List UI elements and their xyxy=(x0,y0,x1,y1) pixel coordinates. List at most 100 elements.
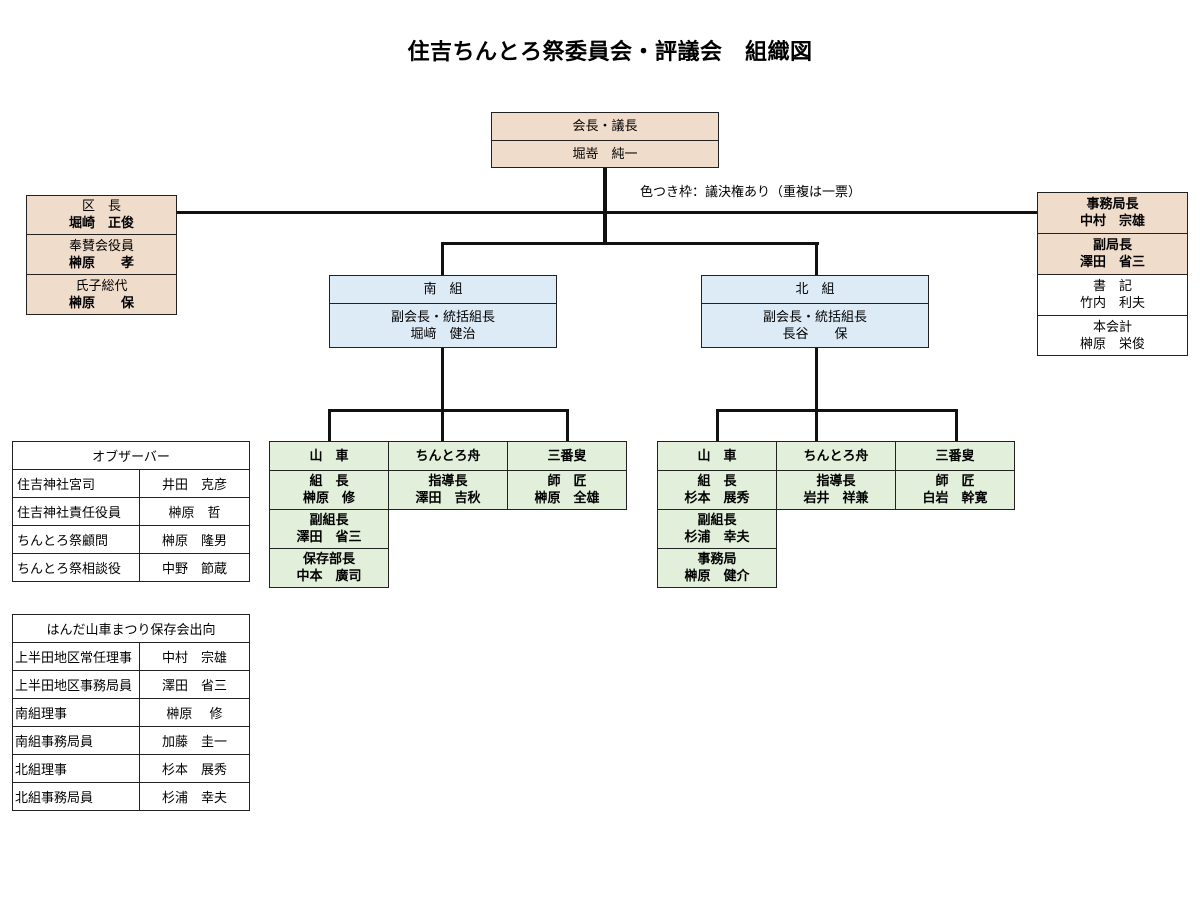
row-name: 井田 克彦 xyxy=(139,469,250,498)
member-role: 師 匠 xyxy=(935,474,975,489)
connector-south-down xyxy=(441,242,444,276)
legend-note: 色つき枠：議決権あり（重複は一票） xyxy=(640,185,862,200)
connector-south-units-vertical xyxy=(441,347,444,442)
chart-title: 住吉ちんとろ祭委員会・評議会 組織図 xyxy=(407,40,813,65)
member-name: 澤田 省三 xyxy=(1079,255,1145,270)
south-unit-dashi: 山 車 組 長 榊原 修 副組長 澤田 省三 保存部長 中本 廣司 xyxy=(269,441,389,588)
table-row: ちんとろ祭顧問 榊原 隆男 xyxy=(12,525,250,554)
leader-name: 長谷 保 xyxy=(782,326,848,342)
right-member-voting: 副局長 澤田 省三 xyxy=(1038,233,1187,274)
row-title: 上半田地区事務局員 xyxy=(12,670,140,699)
north-group-box: 北 組 副会長・統括組長 長谷 保 xyxy=(701,275,929,348)
member-role: 本会計 xyxy=(1092,319,1132,335)
member-role: 師 匠 xyxy=(547,474,587,489)
row-title: 住吉神社責任役員 xyxy=(12,497,140,526)
leader-name: 堀﨑 健治 xyxy=(410,326,476,342)
right-member: 書 記 竹内 利夫 xyxy=(1038,274,1187,315)
left-group-box: 区 長 堀崎 正俊 奉賛会役員 榊原 孝 氏子総代 榊原 保 xyxy=(26,195,177,315)
member-name: 榊原 孝 xyxy=(68,255,134,271)
member-role: 事務局 xyxy=(697,552,737,567)
observers-header: オブザーバー xyxy=(12,441,250,470)
connector-south-unit3 xyxy=(566,409,569,442)
handa-table: はんだ山車まつり保存会出向 上半田地区常任理事 中村 宗雄 上半田地区事務局員 … xyxy=(12,614,250,811)
row-title: ちんとろ祭顧問 xyxy=(12,525,140,554)
north-unit-chintorobune: ちんとろ舟 指導長 岩井 祥兼 xyxy=(776,441,896,510)
connector-north-down xyxy=(815,242,818,276)
member-role: 奉賛会役員 xyxy=(68,238,134,254)
unit-member: 師 匠 榊原 全雄 xyxy=(508,470,626,509)
unit-header: 山 車 xyxy=(697,448,737,464)
row-title: 住吉神社宮司 xyxy=(12,469,140,498)
member-name: 杉本 展秀 xyxy=(684,491,750,506)
row-title: 上半田地区常任理事 xyxy=(12,642,140,671)
table-row: 住吉神社責任役員 榊原 哲 xyxy=(12,497,250,526)
member-name: 榊原 修 xyxy=(302,491,355,506)
unit-header: ちんとろ舟 xyxy=(415,448,481,464)
member-name: 岩井 祥兼 xyxy=(803,491,869,506)
unit-member: 組 長 榊原 修 xyxy=(270,470,388,509)
left-member: 氏子総代 榊原 保 xyxy=(27,274,176,314)
table-row: 上半田地区常任理事 中村 宗雄 xyxy=(12,642,250,671)
row-name: 榊原 修 xyxy=(139,698,250,727)
connector-north-unit3 xyxy=(955,409,958,442)
table-row: 南組理事 榊原 修 xyxy=(12,698,250,727)
south-leader: 副会長・統括組長 堀﨑 健治 xyxy=(330,303,556,347)
unit-member: 指導長 岩井 祥兼 xyxy=(777,470,895,509)
south-unit-sanbaso: 三番叟 師 匠 榊原 全雄 xyxy=(507,441,627,510)
member-name: 杉浦 幸夫 xyxy=(684,530,750,545)
unit-header: 三番叟 xyxy=(547,448,587,464)
right-group-box: 事務局長 中村 宗雄 副局長 澤田 省三 書 記 竹内 利夫 本会計 榊原 栄俊 xyxy=(1037,192,1188,356)
chairman-role: 会長・議長 xyxy=(572,119,638,134)
row-title: 南組理事 xyxy=(12,698,140,727)
member-name: 榊原 保 xyxy=(68,295,134,311)
row-name: 中村 宗雄 xyxy=(139,642,250,671)
chairman-box: 会長・議長 堀嵜 純一 xyxy=(491,112,719,168)
unit-header: 三番叟 xyxy=(935,448,975,464)
leader-role: 副会長・統括組長 xyxy=(762,309,867,325)
member-name: 竹内 利夫 xyxy=(1079,296,1145,311)
south-header: 南 組 xyxy=(423,282,463,297)
row-name: 加藤 圭一 xyxy=(139,726,250,755)
member-role: 書 記 xyxy=(1092,279,1132,294)
row-name: 澤田 省三 xyxy=(139,670,250,699)
row-name: 榊原 隆男 xyxy=(139,525,250,554)
row-title: 北組事務局員 xyxy=(12,782,140,811)
connector-north-unit1 xyxy=(716,409,719,442)
connector-top-vertical xyxy=(603,167,607,243)
member-role: 氏子総代 xyxy=(75,278,128,294)
member-name: 澤田 吉秋 xyxy=(415,491,481,506)
right-member-voting: 事務局長 中村 宗雄 xyxy=(1038,193,1187,233)
member-name: 堀崎 正俊 xyxy=(68,216,134,231)
table-row: 南組事務局員 加藤 圭一 xyxy=(12,726,250,755)
connector-south-units-horizontal xyxy=(328,409,569,412)
connector-main-horizontal xyxy=(176,211,1038,214)
north-header: 北 組 xyxy=(795,282,835,297)
member-role: 副組長 xyxy=(309,513,349,528)
row-title: 北組理事 xyxy=(12,754,140,783)
right-member: 本会計 榊原 栄俊 xyxy=(1038,315,1187,355)
handa-header: はんだ山車まつり保存会出向 xyxy=(12,614,250,643)
connector-groups-horizontal xyxy=(441,242,819,245)
unit-member: 指導長 澤田 吉秋 xyxy=(389,470,507,509)
row-name: 杉本 展秀 xyxy=(139,754,250,783)
observers-table: オブザーバー 住吉神社宮司 井田 克彦 住吉神社責任役員 榊原 哲 ちんとろ祭顧… xyxy=(12,441,250,582)
table-row: 住吉神社宮司 井田 克彦 xyxy=(12,469,250,498)
unit-header: 山 車 xyxy=(309,448,349,464)
member-name: 中本 廣司 xyxy=(296,569,362,584)
unit-member: 副組長 杉浦 幸夫 xyxy=(658,509,776,548)
member-name: 榊原 全雄 xyxy=(534,491,600,506)
member-role: 事務局長 xyxy=(1086,197,1139,212)
member-role: 指導長 xyxy=(428,474,468,489)
member-role: 組 長 xyxy=(309,474,349,489)
table-row: ちんとろ祭相談役 中野 節蔵 xyxy=(12,553,250,582)
member-role: 区 長 xyxy=(81,199,121,214)
left-member: 奉賛会役員 榊原 孝 xyxy=(27,234,176,274)
leader-role: 副会長・統括組長 xyxy=(390,309,495,325)
unit-member: 事務局 榊原 健介 xyxy=(658,548,776,587)
row-name: 中野 節蔵 xyxy=(139,553,250,582)
row-name: 杉浦 幸夫 xyxy=(139,782,250,811)
connector-south-unit1 xyxy=(328,409,331,442)
table-row: 上半田地区事務局員 澤田 省三 xyxy=(12,670,250,699)
row-name: 榊原 哲 xyxy=(139,497,250,526)
member-role: 組 長 xyxy=(697,474,737,489)
